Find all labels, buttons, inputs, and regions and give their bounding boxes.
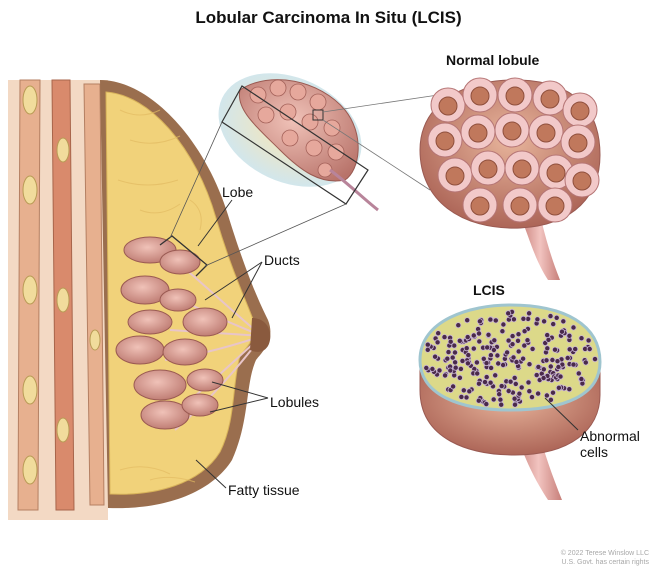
label-lobe: Lobe xyxy=(222,184,253,200)
heading-normal-lobule: Normal lobule xyxy=(446,52,539,68)
copyright-line-1: © 2022 Terese Winslow LLC xyxy=(561,549,649,558)
lcis-lobule-drawing xyxy=(420,305,600,500)
normal-lobule-drawing xyxy=(420,78,600,280)
copyright-line-2: U.S. Govt. has certain rights xyxy=(561,558,649,567)
heading-lcis: LCIS xyxy=(473,282,505,298)
label-abnormal: Abnormal xyxy=(580,428,640,444)
label-lobules: Lobules xyxy=(270,394,319,410)
diagram-title: Lobular Carcinoma In Situ (LCIS) xyxy=(0,8,657,28)
label-fatty-tissue: Fatty tissue xyxy=(228,482,300,498)
label-cells: cells xyxy=(580,444,608,460)
label-ducts: Ducts xyxy=(264,252,300,268)
